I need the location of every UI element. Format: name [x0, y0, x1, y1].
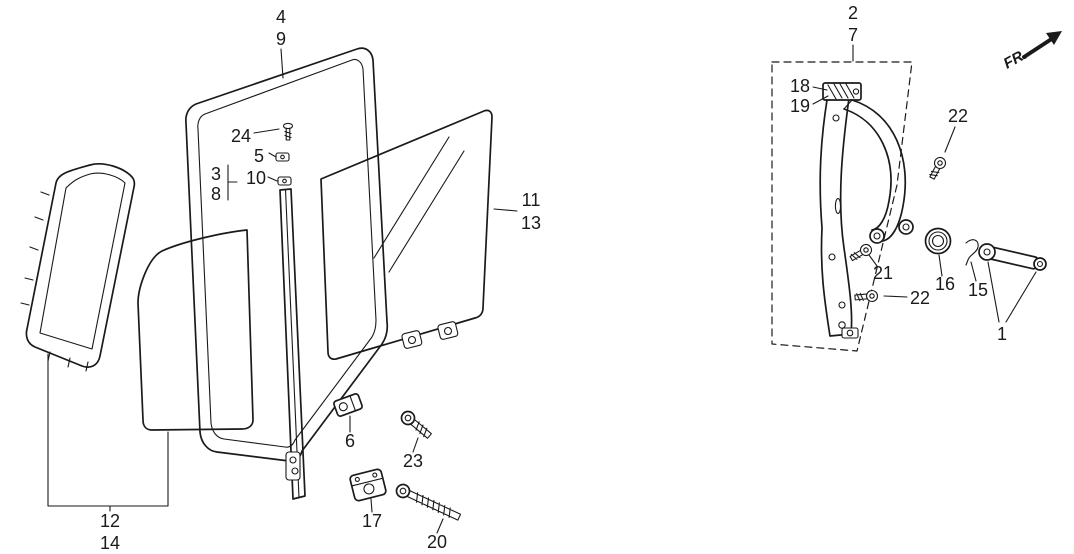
arm-hole — [832, 114, 840, 122]
leader-22-lower — [883, 295, 908, 298]
seal-inner-outline — [39, 172, 126, 350]
callout-3: 3 — [211, 164, 221, 184]
leader-20 — [436, 518, 444, 534]
screw-24-icon — [282, 122, 294, 141]
guide-rail-inner — [843, 108, 892, 231]
callout-17: 17 — [362, 511, 382, 531]
fr-arrow-head — [1046, 31, 1062, 45]
glass-mount-tab — [437, 321, 459, 340]
callout-22-lower: 22 — [910, 288, 930, 308]
plate-hatch-lines — [827, 83, 855, 100]
leader-23 — [412, 437, 419, 453]
callout-20: 20 — [427, 532, 447, 552]
clip-15-icon — [965, 239, 979, 266]
regulator-top-plate — [822, 82, 862, 101]
handle-knob-center — [1036, 260, 1044, 268]
leader-4-9 — [280, 48, 284, 79]
glass-reflection-lines — [373, 136, 465, 273]
sash-outline — [279, 188, 306, 500]
quarter-window-seal — [20, 163, 136, 372]
leader-17 — [370, 498, 373, 513]
leader-1 — [987, 261, 1037, 323]
leader-21 — [868, 254, 878, 267]
callout-19: 19 — [790, 96, 810, 116]
leader-16 — [938, 254, 943, 277]
leader-11-13 — [493, 208, 518, 212]
sash-center-line — [284, 188, 300, 499]
fr-direction-indicator: FR. — [1001, 31, 1062, 72]
sash-channel — [275, 152, 306, 500]
arm-slot — [834, 197, 842, 215]
handle-base — [978, 243, 996, 261]
sash-lower-clip — [277, 176, 292, 186]
glass-mount-tab — [401, 330, 423, 349]
regulator-reference-boundary — [771, 61, 913, 352]
bolt-22-icon — [854, 289, 879, 304]
leader-24 — [253, 128, 280, 134]
seal-outer-outline — [25, 163, 136, 368]
leader-5 — [268, 152, 277, 158]
window-crank-handle — [978, 243, 1047, 271]
callout-23: 23 — [403, 451, 423, 471]
callout-16: 16 — [935, 274, 955, 294]
regulator-foot — [841, 327, 859, 339]
callout-7: 7 — [848, 25, 858, 45]
guide-rail-outer — [851, 99, 907, 242]
leader-lines — [47, 44, 1037, 534]
door-glass-outline — [320, 109, 493, 361]
leader-15 — [970, 261, 977, 282]
clamp-6-icon — [333, 393, 363, 417]
bracket-3-8 — [227, 164, 238, 201]
arm-hole — [838, 301, 846, 309]
callout-13: 13 — [521, 213, 541, 233]
callout-5: 5 — [254, 146, 264, 166]
leader-22-upper — [944, 126, 956, 153]
guide-rail-caps — [843, 99, 883, 242]
callout-1: 1 — [997, 324, 1007, 344]
fr-label: FR. — [1001, 46, 1030, 73]
callout-6: 6 — [345, 431, 355, 451]
quarter-glass-outline — [137, 229, 254, 431]
arm-hole — [828, 253, 836, 261]
sash-top-clip — [275, 152, 290, 162]
callout-11: 11 — [522, 190, 541, 210]
bolt-23-icon — [400, 410, 432, 439]
callout-22-upper: 22 — [948, 106, 968, 126]
frame-inner-outline — [197, 58, 377, 448]
regulator-arm — [819, 97, 853, 337]
callout-24: 24 — [231, 126, 251, 146]
quarter-window-glass — [137, 229, 254, 431]
glass-holder-17-icon — [349, 468, 387, 502]
callout-15: 15 — [968, 280, 988, 300]
bracket-12-14 — [47, 353, 169, 512]
seal-clip-ticks — [20, 191, 89, 372]
callout-21: 21 — [873, 263, 893, 283]
bolt-22-icon — [926, 155, 948, 182]
regulator-roller — [898, 219, 914, 235]
callout-8: 8 — [211, 184, 221, 204]
regulator-roller — [869, 228, 885, 244]
callout-12: 12 — [100, 511, 120, 531]
grommet-16-icon — [924, 227, 952, 255]
plate-screw — [852, 88, 860, 95]
bolt-20-icon — [395, 483, 462, 521]
fr-arrow-shaft — [1022, 38, 1052, 59]
handle-knob — [1033, 257, 1047, 271]
window-regulator — [819, 82, 914, 339]
callout-2: 2 — [848, 3, 858, 23]
sash-bottom-bracket — [285, 451, 301, 481]
leader-18-19 — [812, 86, 829, 105]
door-glass — [320, 109, 493, 361]
callout-14: 14 — [100, 533, 120, 553]
handle-base-hole — [983, 248, 991, 256]
bolt-21-icon — [847, 241, 875, 264]
leader-10 — [267, 176, 278, 182]
callout-18: 18 — [790, 76, 810, 96]
callout-10: 10 — [246, 168, 266, 188]
callout-9: 9 — [276, 29, 286, 49]
callout-4: 4 — [276, 7, 286, 27]
